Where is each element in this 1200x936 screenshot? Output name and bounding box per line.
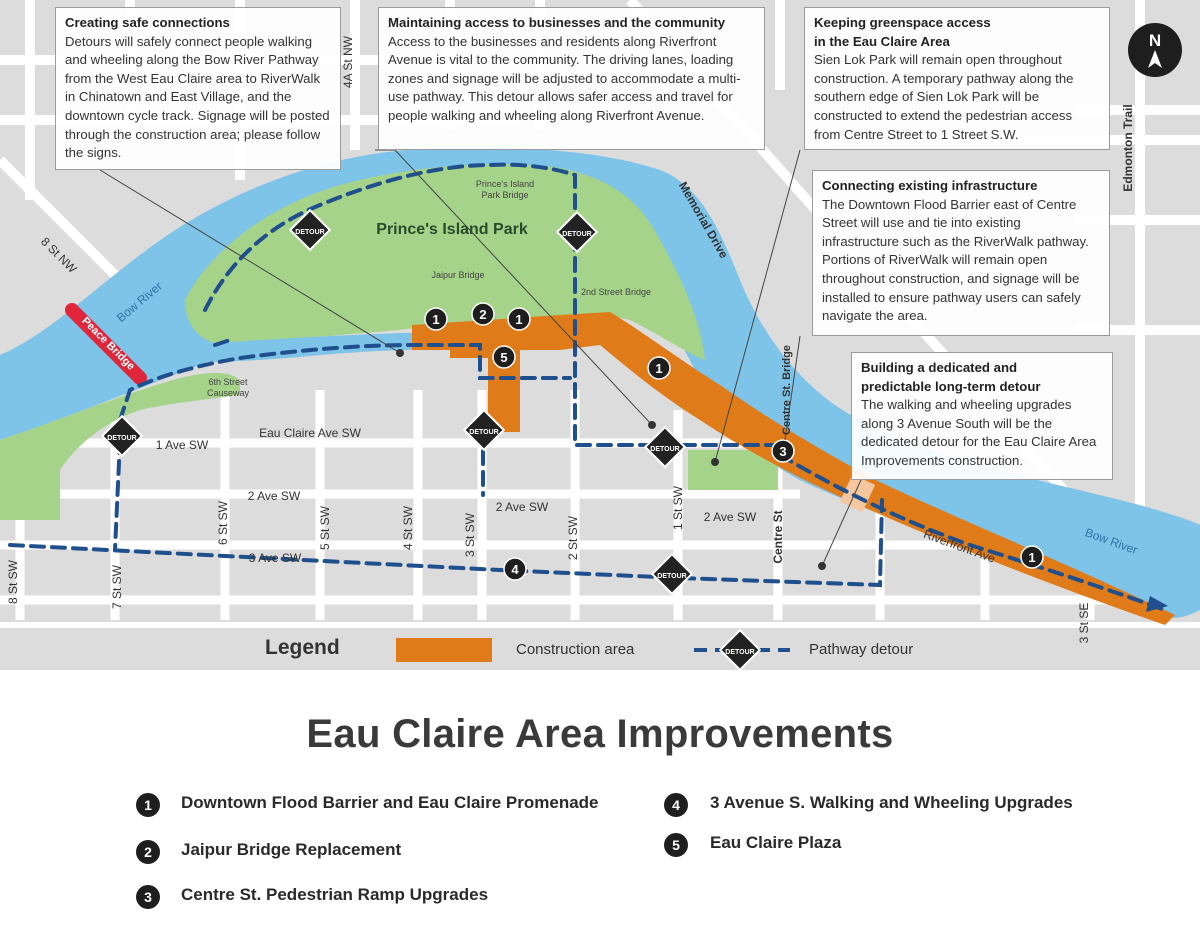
label-2-ave-mid: 2 Ave SW: [496, 500, 549, 514]
legend-detour-label: Pathway detour: [809, 641, 914, 658]
callout-title: Connecting existing infrastructure: [822, 178, 1038, 193]
callout-body: The walking and wheeling upgrades along …: [861, 397, 1097, 468]
label-7-st-sw: 7 St SW: [110, 564, 124, 609]
marker-2: 2: [471, 302, 495, 326]
label-2-ave-west: 2 Ave SW: [248, 489, 301, 503]
label-6-st-sw: 6 St SW: [216, 500, 230, 545]
svg-text:N: N: [1149, 31, 1161, 50]
callout-body: Sien Lok Park will remain open throughou…: [814, 52, 1074, 142]
label-2-ave-east: 2 Ave SW: [704, 510, 757, 524]
svg-text:DETOUR: DETOUR: [725, 649, 754, 656]
label-park: Prince's Island Park: [376, 221, 528, 238]
marker-4: 4: [503, 557, 527, 581]
label-4-st-sw: 4 St SW: [401, 505, 415, 550]
detour-sign-1: DETOUR: [289, 209, 331, 251]
project-label-5: Eau Claire Plaza: [710, 833, 842, 852]
label-pi-bridge-2: Park Bridge: [481, 190, 528, 200]
callout-safe-connections: Creating safe connections Detours will s…: [55, 7, 341, 170]
detour-sign-6: DETOUR: [651, 553, 693, 595]
callout-title: Creating safe connections: [65, 15, 230, 30]
detour-sign-2: DETOUR: [556, 211, 598, 253]
callout-title-line2: predictable long-term detour: [861, 378, 1041, 394]
project-label-3: Centre St. Pedestrian Ramp Upgrades: [181, 885, 489, 904]
label-5-st-sw: 5 St SW: [318, 505, 332, 550]
project-label-2: Jaipur Bridge Replacement: [181, 840, 402, 859]
legend-detour-sign: DETOUR: [719, 629, 761, 670]
marker-1-central: 1: [647, 356, 671, 380]
project-badge-1: 1: [136, 793, 160, 817]
road-grid: [0, 0, 1200, 628]
label-4a-st-nw: 4A St NW: [341, 35, 355, 88]
detour-sign-4: DETOUR: [463, 409, 505, 451]
svg-text:1: 1: [655, 361, 662, 376]
callout-body: Access to the businesses and residents a…: [388, 33, 741, 123]
svg-text:DETOUR: DETOUR: [562, 231, 591, 238]
marker-1-jaipur: 1: [507, 307, 531, 331]
pointer-dot-2: [648, 421, 656, 429]
page-title: Eau Claire Area Improvements: [306, 712, 894, 756]
svg-text:1: 1: [515, 312, 522, 327]
peace-bridge: [65, 303, 147, 385]
marker-1-east: 1: [1020, 545, 1044, 569]
label-1-ave: 1 Ave SW: [156, 438, 209, 452]
marker-1-west: 1: [424, 307, 448, 331]
label-centre-st: Centre St: [771, 510, 785, 563]
pointer-dot-4: [818, 562, 826, 570]
svg-text:1: 1: [432, 312, 439, 327]
label-3-st-sw: 3 St SW: [463, 512, 477, 557]
svg-text:5: 5: [500, 350, 507, 365]
callout-title: Maintaining access to businesses and the…: [388, 15, 726, 30]
project-badge-2: 2: [136, 840, 160, 864]
callout-infrastructure: Connecting existing infrastructure The D…: [812, 170, 1110, 336]
detour-arrow-head: [1146, 596, 1168, 612]
label-3-ave: 3 Ave SW: [249, 551, 302, 565]
marker-5: 5: [492, 345, 516, 369]
label-1-st-sw: 1 St SW: [671, 485, 685, 530]
legend-title: Legend: [265, 636, 340, 659]
callout-title-line2: in the Eau Claire Area: [814, 33, 950, 49]
pointer-dot-3: [711, 458, 719, 466]
label-edmonton-trail: Edmonton Trail: [1121, 104, 1135, 191]
svg-text:DETOUR: DETOUR: [107, 435, 136, 442]
svg-text:3: 3: [779, 444, 786, 459]
legend-construction-swatch: [396, 638, 492, 662]
label-6th-causeway-2: Causeway: [207, 388, 250, 398]
callout-title-line1: Building a dedicated and: [861, 360, 1018, 375]
project-label-1: Downtown Flood Barrier and Eau Claire Pr…: [181, 793, 599, 812]
detour-sign-3: DETOUR: [101, 415, 143, 457]
callout-body: Detours will safely connect people walki…: [65, 33, 330, 161]
west-greenspace: [0, 372, 240, 520]
marker-3: 3: [771, 439, 795, 463]
label-2-st-sw: 2 St SW: [566, 515, 580, 560]
label-6th-causeway-1: 6th Street: [208, 377, 248, 387]
detour-sign-5: DETOUR: [644, 426, 686, 468]
callout-body: The Downtown Flood Barrier east of Centr…: [822, 196, 1089, 324]
project-label-4: 3 Avenue S. Walking and Wheeling Upgrade…: [710, 793, 1073, 812]
label-pi-bridge-1: Prince's Island: [476, 179, 534, 189]
svg-text:DETOUR: DETOUR: [295, 229, 324, 236]
callout-title-line1: Keeping greenspace access: [814, 15, 991, 30]
callout-long-term-detour: Building a dedicated and predictable lon…: [851, 352, 1113, 480]
callout-access-businesses: Maintaining access to businesses and the…: [378, 7, 765, 150]
pointer-dot-1: [396, 349, 404, 357]
legend-construction-label: Construction area: [516, 641, 635, 658]
svg-text:4: 4: [511, 562, 519, 577]
project-badge-5: 5: [664, 833, 688, 857]
project-badge-3: 3: [136, 885, 160, 909]
label-centre-st-bridge: Centre St. Bridge: [781, 345, 793, 435]
label-8-st-sw: 8 St SW: [6, 559, 20, 604]
label-3-st-se: 3 St SE: [1077, 603, 1091, 644]
north-compass: N: [1128, 23, 1182, 77]
svg-text:DETOUR: DETOUR: [469, 429, 498, 436]
svg-text:DETOUR: DETOUR: [650, 446, 679, 453]
svg-text:DETOUR: DETOUR: [657, 573, 686, 580]
label-eau-claire-ave: Eau Claire Ave SW: [259, 426, 361, 440]
svg-text:1: 1: [1028, 550, 1035, 565]
label-jaipur-bridge: Jaipur Bridge: [431, 270, 484, 280]
project-badge-4: 4: [664, 793, 688, 817]
label-2nd-street-bridge: 2nd Street Bridge: [581, 287, 651, 297]
svg-text:2: 2: [479, 307, 486, 322]
callout-greenspace: Keeping greenspace access in the Eau Cla…: [804, 7, 1110, 150]
